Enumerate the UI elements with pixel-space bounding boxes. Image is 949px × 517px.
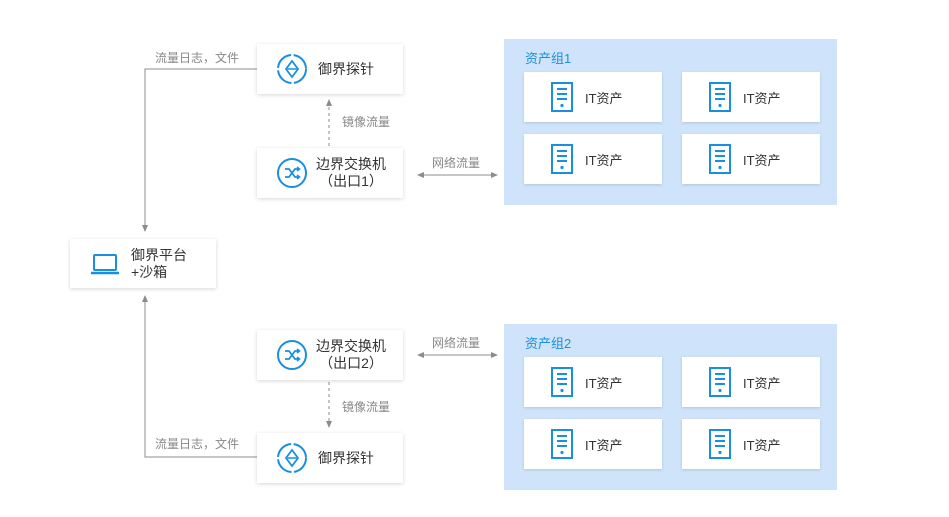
bottom-switch-line2: （出口2）: [319, 355, 383, 371]
platform-line2: +沙箱: [131, 263, 168, 280]
server-icon: [551, 82, 573, 112]
bottom-mirror-label: 镜像流量: [342, 400, 391, 414]
laptop-icon: [91, 253, 119, 274]
asset-label: IT资产: [743, 375, 781, 391]
top-switch-node[interactable]: 边界交换机 （出口1）: [257, 148, 403, 198]
top-probe-label: 御界探针: [318, 60, 374, 77]
asset-card[interactable]: IT资产: [682, 72, 820, 122]
asset-card[interactable]: IT资产: [524, 72, 662, 122]
bottom-switch-node[interactable]: 边界交换机 （出口2）: [257, 330, 403, 380]
server-icon: [551, 429, 573, 459]
switch-shuffle-icon: [277, 340, 307, 370]
asset-group-1: 资产组1 IT资产 IT资产 IT资产: [504, 39, 837, 205]
top-switch-line2: （出口1）: [319, 173, 383, 189]
asset-label: IT资产: [585, 437, 623, 453]
asset-card[interactable]: IT资产: [682, 134, 820, 184]
asset-label: IT资产: [585, 375, 623, 391]
bottom-network-label: 网络流量: [432, 336, 481, 350]
bottom-probe-label: 御界探针: [318, 449, 374, 466]
asset-card[interactable]: IT资产: [524, 134, 662, 184]
asset-card[interactable]: IT资产: [682, 419, 820, 469]
asset-card[interactable]: IT资产: [524, 357, 662, 407]
bottom-log-connector: [142, 295, 257, 458]
server-icon: [709, 144, 731, 174]
asset-label: IT资产: [585, 152, 623, 168]
top-log-connector: [142, 68, 257, 232]
probe-diamond-icon: [277, 443, 307, 473]
server-icon: [551, 144, 573, 174]
server-icon: [709, 82, 731, 112]
platform-line1: 御界平台: [131, 246, 187, 263]
top-switch-line1: 边界交换机: [316, 156, 386, 172]
asset-group-2-title: 资产组2: [525, 336, 572, 351]
server-icon: [709, 367, 731, 397]
top-log-label: 流量日志，文件: [155, 51, 240, 65]
asset-card[interactable]: IT资产: [682, 357, 820, 407]
asset-label: IT资产: [743, 152, 781, 168]
asset-label: IT资产: [743, 437, 781, 453]
asset-group-2: 资产组2 IT资产 IT资产 IT资产: [504, 324, 837, 490]
bottom-log-label: 流量日志，文件: [155, 437, 240, 451]
asset-label: IT资产: [743, 90, 781, 106]
top-mirror-label: 镜像流量: [342, 115, 391, 129]
asset-group-1-title: 资产组1: [525, 51, 572, 66]
bottom-switch-line1: 边界交换机: [316, 338, 386, 354]
bottom-switch-label: 边界交换机 （出口2）: [316, 338, 386, 372]
server-icon: [709, 429, 731, 459]
probe-diamond-icon: [277, 54, 307, 84]
platform-label: 御界平台 +沙箱: [131, 247, 187, 281]
asset-card[interactable]: IT资产: [524, 419, 662, 469]
switch-shuffle-icon: [277, 158, 307, 188]
server-icon: [551, 367, 573, 397]
asset-label: IT资产: [585, 90, 623, 106]
platform-node[interactable]: 御界平台 +沙箱: [70, 239, 216, 288]
top-switch-label: 边界交换机 （出口1）: [316, 156, 386, 190]
top-probe-node[interactable]: 御界探针: [257, 44, 403, 94]
bottom-probe-node[interactable]: 御界探针: [257, 433, 403, 483]
top-network-label: 网络流量: [432, 156, 481, 170]
